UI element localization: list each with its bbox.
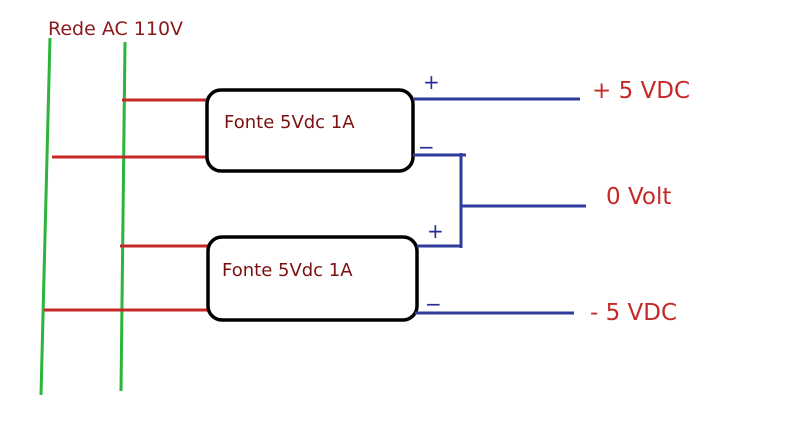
power-supply-box-1 [205, 88, 415, 173]
supply-1-plus-terminal: + [423, 70, 440, 94]
output-zero-label: 0 Volt [606, 184, 672, 210]
supply-1-minus-terminal: − [418, 135, 435, 159]
supply-2-label: Fonte 5Vdc 1A [222, 260, 353, 281]
mains-line-right [119, 41, 127, 392]
output-negative-label: - 5 VDC [590, 300, 678, 326]
mains-line-left [39, 37, 52, 396]
supply-1-label: Fonte 5Vdc 1A [224, 112, 355, 133]
output-positive-label: + 5 VDC [592, 78, 691, 104]
power-supply-box-2 [206, 235, 419, 322]
mains-label: Rede AC 110V [48, 18, 184, 40]
supply-2-minus-terminal: − [425, 292, 442, 316]
supply-2-plus-terminal: + [427, 219, 444, 243]
